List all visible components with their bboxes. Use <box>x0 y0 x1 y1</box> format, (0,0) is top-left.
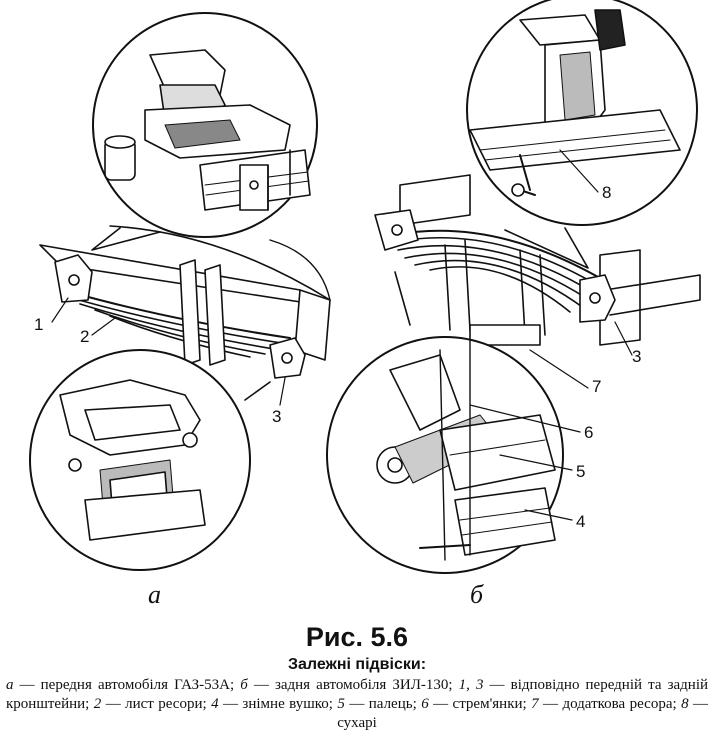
rear-bracket-3b <box>579 274 616 323</box>
subfigure-b-label: б <box>470 580 484 609</box>
leaf-spring-b <box>394 174 701 346</box>
legend-text: — відповідно передній та задній кронштей… <box>6 677 709 712</box>
legend-text: — стрем'янки; <box>428 696 532 712</box>
legend-key: а <box>6 677 14 693</box>
label-7: 7 <box>592 377 601 396</box>
front-bracket-1 <box>54 254 93 303</box>
label-1: 1 <box>34 315 43 334</box>
legend-item: а — передня автомобіля ГАЗ-53А; <box>6 677 240 693</box>
leaf-spring-a <box>39 225 331 366</box>
legend-key: 5 <box>337 696 345 712</box>
leader-lines <box>51 149 633 521</box>
legend-text: — сухарі <box>337 696 709 731</box>
legend-text: — задня автомобіля ЗИЛ-130; <box>247 677 459 693</box>
legend-text: — знімне вушко; <box>218 696 338 712</box>
legend-key: 4 <box>211 696 219 712</box>
label-6: 6 <box>584 423 593 442</box>
label-5: 5 <box>576 462 585 481</box>
front-bracket-b <box>374 209 419 251</box>
pointer-b-top <box>504 227 589 269</box>
suspension-figure: 1 2 3 8 3 7 6 5 4 а б <box>29 0 701 609</box>
legend-item: 2 — лист ресори; <box>94 696 211 712</box>
legend-text: — передня автомобіля ГАЗ-53А; <box>13 677 241 693</box>
figure-title: Рис. 5.6 <box>305 622 409 652</box>
label-3-b: 3 <box>632 347 641 366</box>
legend-key: б <box>240 677 248 693</box>
legend-key: 7 <box>531 696 539 712</box>
legend-text: — палець; <box>344 696 422 712</box>
label-2: 2 <box>80 327 89 346</box>
subfigure-a-label: а <box>148 580 161 609</box>
figure-legend: а — передня автомобіля ГАЗ-53А; б — задн… <box>6 676 708 733</box>
rear-bracket-3a <box>269 337 306 379</box>
legend-item: 4 — знімне вушко; <box>211 696 337 712</box>
zoom-circle-a-top <box>92 12 318 238</box>
legend-item: 5 — палець; <box>337 696 421 712</box>
pointer-a-bottom <box>244 381 271 401</box>
legend-key: 6 <box>421 696 429 712</box>
figure-caption: Рис. 5.6 Залежні підвіски: а — передня а… <box>0 620 714 733</box>
label-3-a: 3 <box>272 407 281 426</box>
pointer-b-bottom <box>394 271 411 326</box>
legend-key: 2 <box>93 696 102 712</box>
legend-item: 6 — стрем'янки; <box>421 696 531 712</box>
legend-text: — додаткова ресора; <box>538 696 682 712</box>
legend-key: 1, 3 <box>458 677 484 693</box>
zoom-circle-a-bottom <box>29 349 251 571</box>
legend-key: 8 <box>681 696 689 712</box>
legend-item: 7 — додаткова ресора; <box>531 696 681 712</box>
legend-item: 1, 3 — відповідно передній та задній кро… <box>6 677 708 712</box>
zoom-circle-b-top <box>466 0 698 226</box>
zoom-circle-b-bottom <box>326 336 564 574</box>
legend-item: б — задня автомобіля ЗИЛ-130; <box>240 677 458 693</box>
label-4: 4 <box>576 512 585 531</box>
pointer-a-top <box>91 227 161 251</box>
label-8: 8 <box>602 183 611 202</box>
legend-text: — лист ресори; <box>101 696 212 712</box>
legend-item: 8 — сухарі <box>337 696 708 731</box>
figure-subtitle: Залежні підвіски: <box>287 656 427 673</box>
